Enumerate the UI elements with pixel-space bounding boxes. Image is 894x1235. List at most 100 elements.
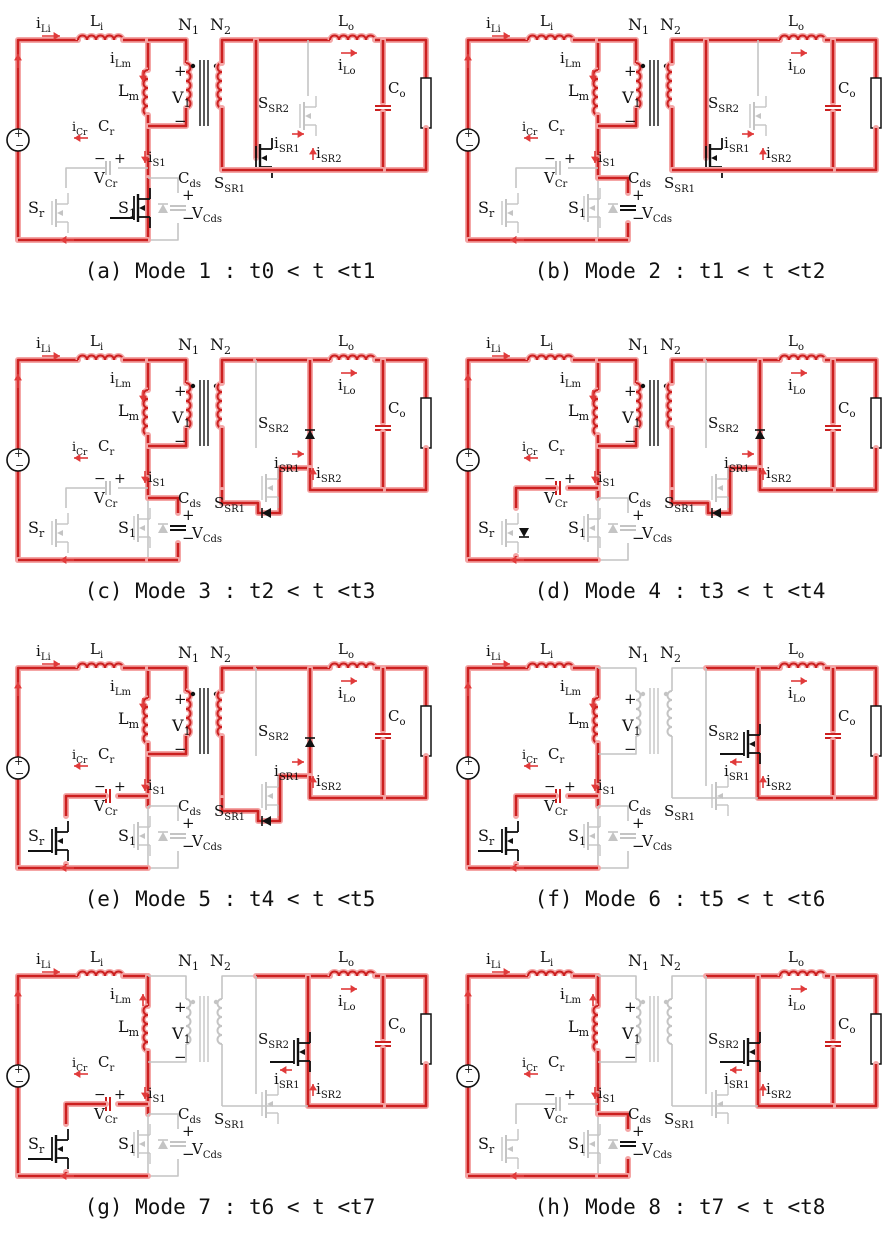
coil-N2-h (666, 998, 673, 1045)
wire-src-left-a (16, 38, 78, 240)
label-Sr-h: Sr (478, 1134, 495, 1156)
wire-out-top-e (375, 666, 428, 706)
s1-mosfet-d-arrow (589, 525, 595, 531)
label-SSR2-c: SSR2 (258, 414, 289, 435)
label-iLm-g: iLm (110, 985, 131, 1006)
wire-out-top-f (825, 666, 878, 706)
arrow-iSR1-f-head (730, 758, 737, 766)
coil-Lo-a (329, 34, 376, 41)
label-N1-f: N1 (628, 643, 649, 665)
source-minus-g: − (15, 1075, 24, 1088)
caption-h: (h) Mode 8 : t7 < t <t8 (535, 1195, 826, 1219)
label-iS1-c: iS1 (148, 470, 166, 489)
label-V1-minus-e: − (174, 740, 187, 758)
s1-mosfet-g-arrow (139, 1141, 145, 1147)
arrow-ret-e-head (60, 864, 67, 872)
label-Co-a: Co (388, 79, 406, 100)
label-Cds-minus-e: − (182, 837, 195, 855)
arrow-iSR2-c-head (309, 468, 317, 475)
label-Lo-f: Lo (788, 640, 804, 661)
wire-n2-top-e-glow (219, 665, 259, 694)
label-iCr-f: iCr (522, 748, 538, 766)
wire-out-bot-a-glow (380, 125, 429, 173)
label-iLo-f: iLo (788, 684, 805, 705)
label-Cr-plus-d: + (564, 471, 576, 487)
wire-n1-bot-a (148, 108, 188, 128)
label-iLo-a: iLo (338, 56, 355, 77)
coil-Lo-g (329, 970, 376, 977)
label-iSR2-c: iSR2 (316, 464, 342, 485)
source-f (456, 756, 480, 780)
label-iCr-e: iCr (72, 748, 88, 766)
label-S1-g: S1 (118, 1134, 136, 1156)
label-SSR1-d: SSR1 (664, 494, 695, 515)
arrow-iS1-e-head (141, 784, 149, 791)
label-SSR2-g: SSR2 (258, 1030, 289, 1051)
label-Cr-plus-b: + (564, 151, 576, 167)
wire-out-top-b (825, 38, 878, 78)
wire-n2-top-d (670, 358, 706, 383)
label-iCr-c: iCr (72, 440, 88, 458)
arrow-iLm-e-head (139, 703, 147, 710)
label-SSR1-g: SSR1 (214, 1110, 245, 1131)
label-SSR1-b: SSR1 (664, 174, 695, 195)
label-Lo-b: Lo (788, 12, 804, 33)
wire-out-bot-a (383, 128, 428, 172)
source-minus-e: − (15, 767, 24, 780)
label-Lo-h: Lo (788, 948, 804, 969)
label-Li-h: Li (540, 948, 553, 969)
sr-mosfet-d-arrow (507, 530, 513, 536)
label-iSR1-b: iSR1 (724, 134, 750, 155)
label-Lm-f: Lm (568, 709, 590, 731)
label-Sr-g: Sr (28, 1134, 45, 1156)
label-N1-e: N1 (178, 643, 199, 665)
label-Co-f: Co (838, 707, 856, 728)
label-VCr-b: VCr (543, 169, 567, 190)
wire-n2-top-b (670, 38, 706, 63)
label-iLi-e: iLi (36, 642, 51, 663)
wire-n1-top-a-glow (145, 37, 189, 66)
coil-Lm-h (592, 1005, 599, 1052)
arrow-src-c-head (14, 374, 22, 381)
diode-ssr2-d (755, 430, 765, 439)
coil-Li-c (77, 354, 124, 361)
label-S1-e: S1 (118, 826, 136, 848)
label-iSR2-g: iSR2 (316, 1080, 342, 1101)
label-VCds-a: VCds (191, 204, 222, 225)
dot-n1-d (640, 383, 646, 389)
label-Lm-g: Lm (118, 1017, 140, 1039)
s1-mosfet-e-arrow (139, 833, 145, 839)
ssr1-mosfet-a-arrow (261, 155, 267, 161)
source-plus-h: + (464, 1063, 473, 1076)
ssr1-mosfet-e-arrow (267, 793, 273, 799)
label-V1-minus-c: − (174, 432, 187, 450)
label-Lm-c: Lm (118, 401, 140, 423)
label-SSR2-h: SSR2 (708, 1030, 739, 1051)
arrow-iSR2-h-head (759, 1084, 767, 1091)
label-VCr-e: VCr (93, 797, 117, 818)
label-S1-c: S1 (118, 518, 136, 540)
wire-cds-top-b (598, 176, 630, 193)
label-iS1-f: iS1 (598, 778, 616, 797)
label-Li-g: Li (90, 948, 103, 969)
source-plus-g: + (14, 1063, 23, 1076)
label-iLo-c: iLo (338, 376, 355, 397)
label-S1-a: S1 (118, 198, 136, 220)
source-plus-b: + (464, 127, 473, 140)
label-V1-h: V1 (621, 1024, 641, 1046)
wire-out-bot-g-glow (380, 1061, 429, 1109)
source-plus-d: + (464, 447, 473, 460)
s1-mosfet-f-arrow (589, 833, 595, 839)
label-iSR2-d: iSR2 (766, 464, 792, 485)
label-VCds-g: VCds (191, 1140, 222, 1161)
source-plus-e: + (14, 755, 23, 768)
label-Cds-minus-d: − (632, 529, 645, 547)
wire-n2-top-d-glow (669, 357, 709, 386)
label-Li-c: Li (90, 332, 103, 353)
load-resistor-h (870, 1013, 882, 1065)
arrow-src-g-head (14, 990, 22, 997)
ssr1-mosfet-h-arrow (717, 1101, 723, 1107)
label-Cds-e: Cds (178, 797, 201, 818)
